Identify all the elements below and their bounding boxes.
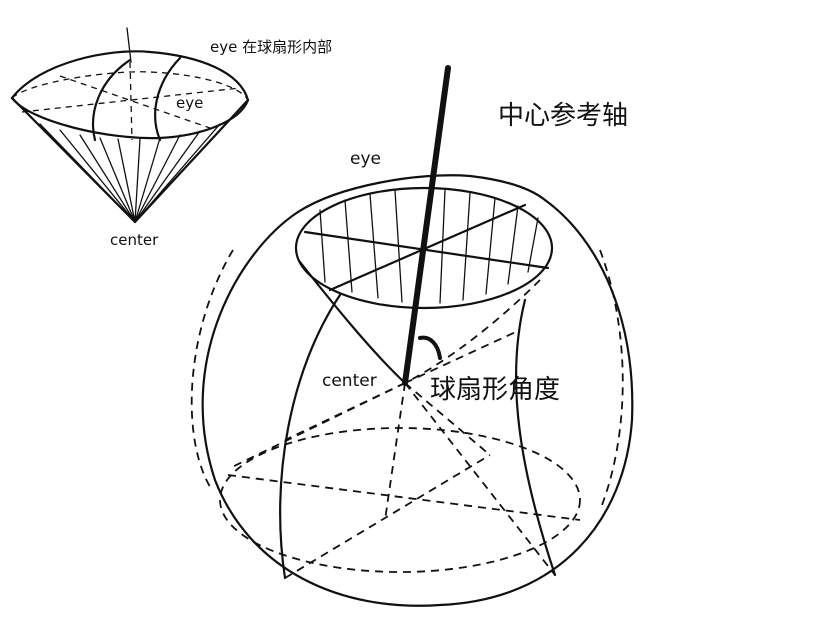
- small-title-label: eye 在球扇形内部: [210, 38, 332, 56]
- left-dashed-meridian: [190, 249, 234, 491]
- sector-cone-left: [298, 260, 407, 385]
- small-cap-meridian-2: [154, 56, 182, 142]
- large-eye-label: eye: [350, 149, 381, 169]
- small-base-back-arc: [11, 71, 249, 101]
- sphere-outline: [201, 198, 634, 607]
- small-cap-outline: [10, 50, 250, 102]
- small-chord-2: [59, 75, 211, 129]
- sphere-top-arc: [296, 174, 547, 214]
- radius-dash-4: [404, 382, 556, 576]
- sector-angle-label: 球扇形角度: [430, 375, 560, 405]
- opening-diameter-2: [328, 203, 527, 292]
- small-sector-figure: [10, 27, 250, 224]
- small-cone-hatch: [39, 123, 221, 223]
- small-chord-1: [21, 87, 241, 113]
- central-reference-axis: [402, 65, 451, 386]
- right-dashed-meridian: [599, 249, 624, 506]
- small-cap-meridian-1: [91, 58, 132, 142]
- radius-dash-5: [384, 382, 406, 521]
- small-chord-3: [129, 61, 133, 141]
- front-meridian-right: [514, 298, 557, 577]
- lower-dashed-ellipse: [219, 427, 581, 573]
- radius-dash-6: [404, 329, 521, 384]
- large-center-label: center: [322, 371, 377, 391]
- lower-chord-1: [227, 474, 581, 521]
- radius-dash-3: [404, 382, 491, 456]
- front-meridian-left: [279, 293, 342, 580]
- axis-label: 中心参考轴: [498, 101, 628, 131]
- lower-chord-2: [284, 454, 491, 579]
- sector-opening-ellipse: [294, 186, 554, 310]
- small-eye-label: eye: [176, 94, 203, 112]
- sector-cone-right: [404, 279, 541, 384]
- large-sphere-figure: [190, 65, 634, 607]
- small-center-label: center: [110, 231, 159, 249]
- sector-angle-arc: [418, 335, 442, 360]
- opening-diameter-1: [303, 230, 550, 270]
- small-axis-line: [126, 27, 132, 63]
